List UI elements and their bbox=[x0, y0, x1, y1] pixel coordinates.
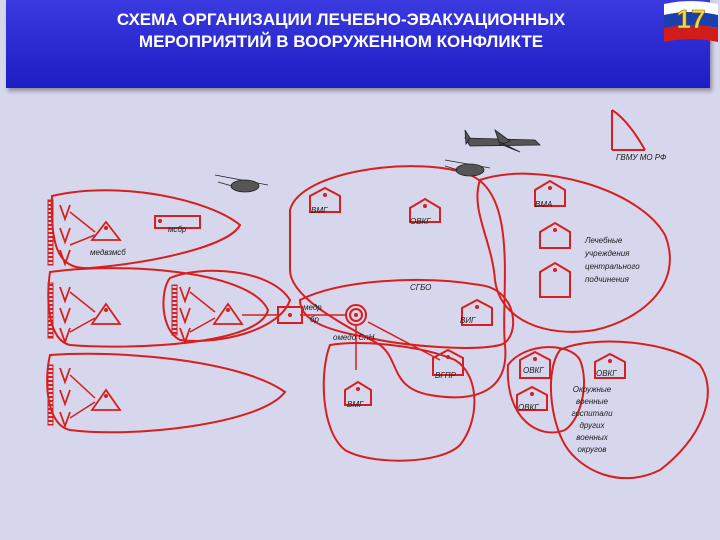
flag-page-badge: 17 bbox=[662, 0, 720, 46]
region-msbr-mid bbox=[48, 268, 268, 347]
header-banner: СХЕМА ОРГАНИЗАЦИИ ЛЕЧЕБНО-ЭВАКУАЦИОННЫХ … bbox=[6, 0, 710, 88]
district-hospitals-line-6: округов bbox=[578, 445, 607, 454]
region-central-institutions bbox=[477, 174, 669, 332]
ovkg-district-label: ОВКГ bbox=[596, 369, 617, 378]
battalion-symbols bbox=[60, 205, 190, 426]
medvzmsb-label: медвзмсб bbox=[90, 248, 126, 257]
vmg-bottom-label: ВМГ bbox=[347, 400, 364, 409]
central-institutions-line-3: центрального bbox=[585, 262, 640, 271]
page-title: СХЕМА ОРГАНИЗАЦИИ ЛЕЧЕБНО-ЭВАКУАЦИОННЫХ … bbox=[46, 9, 636, 53]
flag-icon bbox=[612, 110, 645, 150]
central-institutions-line-4: подчинения bbox=[585, 275, 630, 284]
msbr-label: мсбр bbox=[168, 225, 187, 234]
connector-lines bbox=[70, 212, 440, 418]
title-line-2: МЕРОПРИЯТИЙ В ВООРУЖЕННОМ КОНФЛИКТЕ bbox=[46, 31, 636, 53]
helicopter-icon-2 bbox=[215, 175, 268, 192]
evacuation-scheme-diagram: ГВМУ МО РФ ВМА ВМГ ОВКГ мсбр медвзмсб Ле… bbox=[0, 88, 720, 540]
ovkg-label: ОВКГ bbox=[410, 217, 431, 226]
vig-label: ВИГ bbox=[460, 316, 476, 325]
region-msbr-low bbox=[47, 354, 285, 433]
region-sgbo-vig bbox=[300, 280, 513, 348]
ovkg-right-label: ОВКГ bbox=[523, 366, 544, 375]
page-number: 17 bbox=[677, 4, 706, 34]
gvmu-label: ГВМУ МО РФ bbox=[616, 153, 667, 162]
omedo-label: омедо СпН bbox=[333, 333, 375, 342]
vgpr-label: ВГПР bbox=[435, 371, 456, 380]
vma-label: ВМА bbox=[535, 200, 552, 209]
medr-label-1: медр bbox=[303, 303, 322, 312]
helicopter-icon bbox=[445, 160, 490, 176]
region-vmg-vovkg bbox=[290, 166, 505, 397]
district-hospitals-line-2: военные bbox=[576, 397, 609, 406]
district-hospitals-line-1: Окружные bbox=[573, 385, 612, 394]
airplane-icon bbox=[465, 130, 540, 152]
central-institutions-line-2: учреждения bbox=[584, 249, 630, 258]
sgbo-label: СГБО bbox=[410, 283, 431, 292]
central-institutions-line-1: Лечебные bbox=[584, 236, 623, 245]
district-hospitals-line-3: госпитали bbox=[571, 409, 613, 418]
district-hospitals-line-4: других bbox=[580, 421, 606, 430]
title-line-1: СХЕМА ОРГАНИЗАЦИИ ЛЕЧЕБНО-ЭВАКУАЦИОННЫХ bbox=[46, 9, 636, 31]
region-msbr-top bbox=[52, 190, 240, 268]
district-hospitals-line-5: военных bbox=[576, 433, 609, 442]
ovkg-right-bottom-label: ОВКГ bbox=[518, 403, 539, 412]
medr-label-2: бр bbox=[310, 315, 320, 324]
vmg-label: ВМГ bbox=[311, 206, 328, 215]
